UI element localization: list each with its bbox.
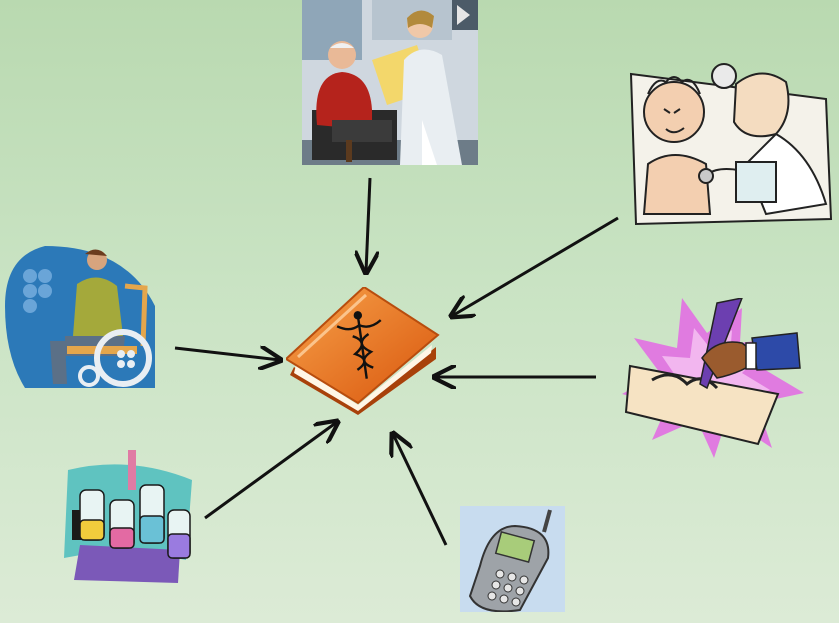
lab-test-tubes-icon: [60, 450, 196, 583]
medical-record-book-icon: [286, 287, 441, 415]
signing-document-icon: [622, 298, 804, 458]
nurse-with-elderly-patient-icon: [302, 0, 478, 165]
arrow-phone-to-record: [393, 434, 448, 546]
doctor-stethoscope-exam-icon: [626, 54, 836, 229]
wheelchair-user-icon: [5, 246, 157, 388]
arrow-lab-to-record: [204, 422, 337, 520]
mobile-phone-icon: [460, 506, 565, 612]
arrow-nurse-to-record: [366, 177, 370, 272]
arrow-wheelchair-to-record: [174, 348, 280, 360]
arrow-doctor-to-record: [452, 216, 619, 316]
